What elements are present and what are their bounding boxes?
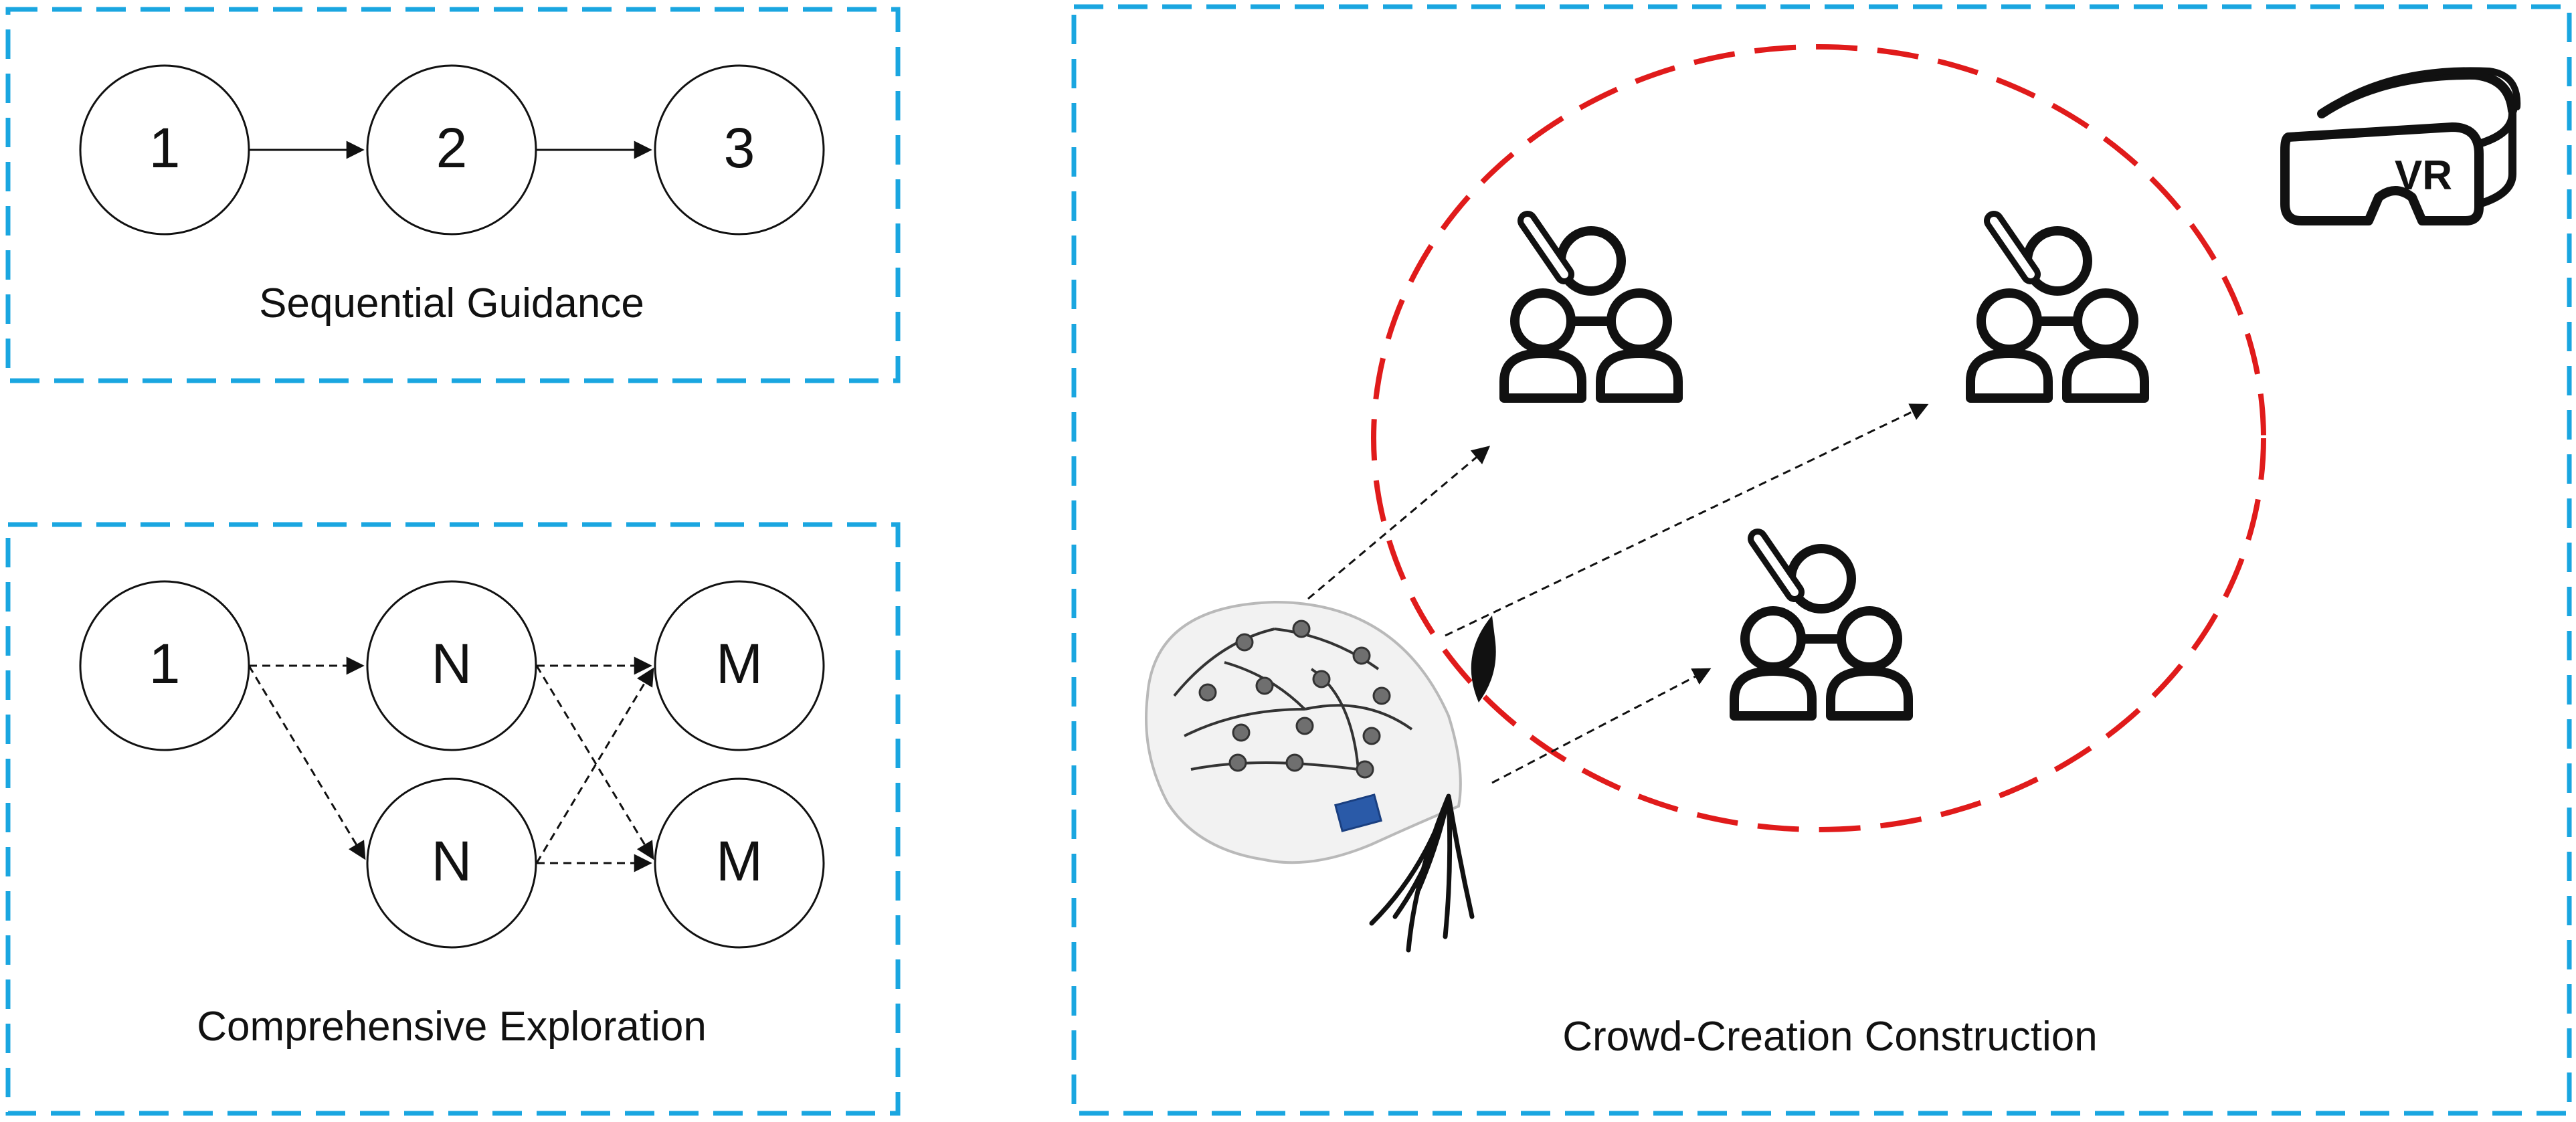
group-icon <box>1970 221 2144 398</box>
node: N <box>366 580 537 751</box>
svg-text:1: 1 <box>149 632 181 695</box>
svg-text:1: 1 <box>149 116 181 179</box>
eeg-cap-icon <box>1145 600 1496 953</box>
group-icon <box>1734 539 1908 716</box>
arrow <box>248 665 366 860</box>
vr-label: VR <box>2395 153 2452 199</box>
crowd-circle <box>1371 44 2266 832</box>
svg-text:2: 2 <box>436 116 468 179</box>
sequential-guidance-panel: 1 2 3 Sequential Guidance <box>5 7 901 383</box>
group-icon <box>1504 221 1678 398</box>
panel-caption: Sequential Guidance <box>259 280 644 326</box>
panel-caption: Comprehensive Exploration <box>197 1004 707 1050</box>
panel-border <box>5 7 901 383</box>
panel-caption: Crowd-Creation Construction <box>1562 1014 2097 1060</box>
arrow <box>535 665 654 860</box>
node: M <box>654 580 825 751</box>
arrow <box>1307 446 1491 600</box>
node: 2 <box>366 64 537 236</box>
crowd-creation-panel: VR Crowd-Creation Construction <box>1071 4 2572 1116</box>
arrow <box>1445 403 1929 637</box>
comprehensive-exploration-panel: 1 N M N M Comprehensive Exploration <box>5 522 901 1116</box>
node: 1 <box>79 580 250 751</box>
panel-border <box>1071 4 2572 1116</box>
node: 3 <box>654 64 825 236</box>
svg-text:N: N <box>432 632 472 695</box>
arrow <box>535 667 654 864</box>
svg-text:N: N <box>432 830 472 893</box>
svg-text:M: M <box>716 830 763 893</box>
node: M <box>654 777 825 949</box>
node: N <box>366 777 537 949</box>
node: 1 <box>79 64 250 236</box>
panel-border <box>5 522 901 1116</box>
arrow <box>1491 668 1712 784</box>
svg-text:M: M <box>716 632 763 695</box>
svg-text:3: 3 <box>724 116 755 179</box>
vr-headset-icon: VR <box>2280 67 2521 225</box>
